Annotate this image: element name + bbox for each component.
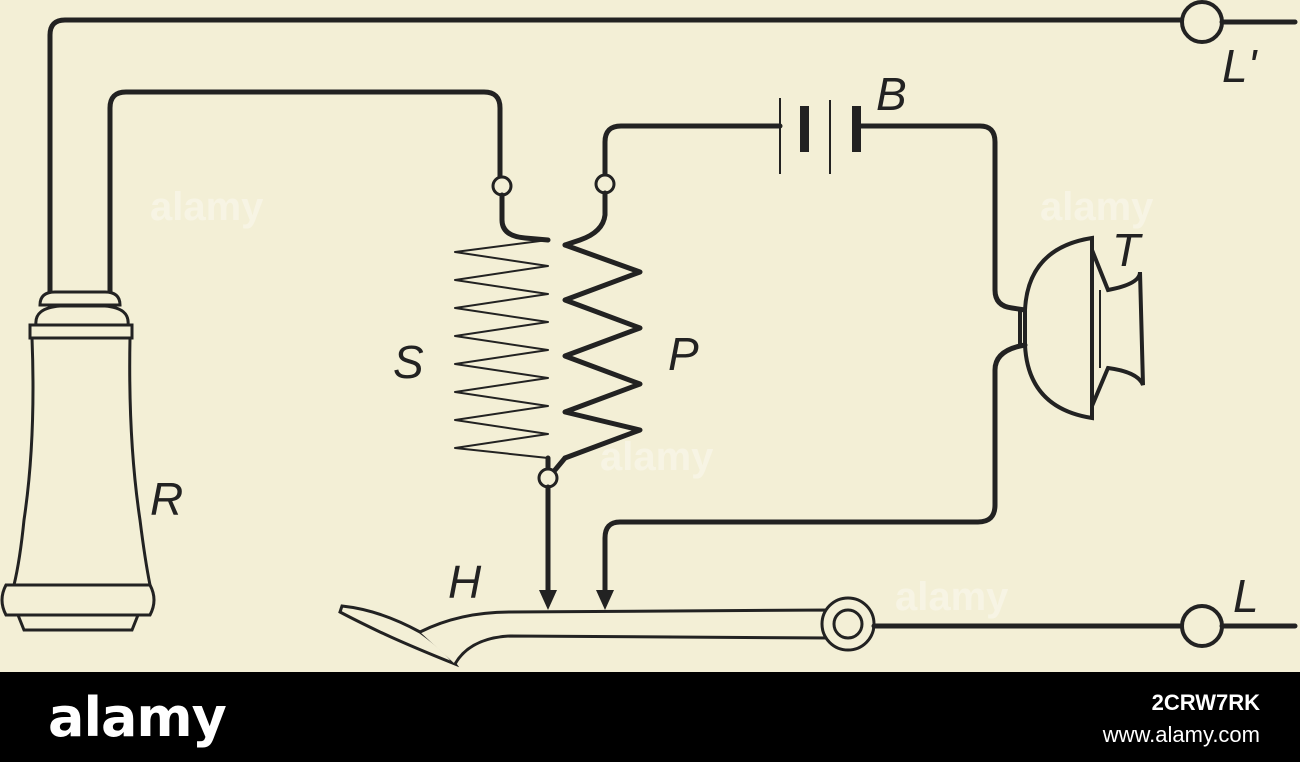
circuit-diagram: alamy alamy alamy alamy alamy	[0, 0, 1300, 672]
circuit-svg: alamy alamy alamy alamy alamy	[0, 0, 1298, 668]
label-t: T	[1112, 224, 1143, 276]
label-l: L	[1233, 570, 1259, 622]
label-r: R	[150, 473, 183, 525]
alamy-logo: alamy	[48, 686, 227, 749]
label-b: B	[876, 68, 907, 120]
arrow-coil-contact	[539, 590, 557, 610]
wire-primary-battery	[602, 123, 778, 179]
primary-terminal-top	[594, 173, 616, 195]
transmitter	[1018, 235, 1145, 421]
battery	[772, 98, 861, 174]
label-l-prime: L'	[1222, 40, 1259, 92]
coil-junction-terminal	[537, 467, 559, 489]
wire-secondary-top	[499, 192, 551, 243]
footer-bar: alamy 2CRW7RK www.alamy.com	[0, 672, 1300, 762]
wire-line-lprime	[47, 17, 1183, 308]
watermark: alamy	[895, 575, 1009, 619]
label-p: P	[668, 328, 699, 380]
image-id: 2CRW7RK	[1151, 690, 1260, 715]
wire-battery-transmitter	[858, 123, 1028, 313]
label-h: H	[448, 556, 482, 608]
secondary-coil	[454, 239, 549, 459]
watermark: alamy	[150, 185, 264, 229]
arrow-transmitter-contact	[596, 590, 614, 610]
primary-coil	[562, 242, 643, 461]
watermark: alamy	[600, 435, 714, 479]
site-url: www.alamy.com	[1102, 722, 1260, 747]
watermark: alamy	[1040, 185, 1154, 229]
secondary-terminal-top	[491, 175, 513, 197]
terminal-l	[1180, 604, 1224, 648]
wire-receiver-secondary	[107, 89, 503, 308]
receiver	[0, 290, 156, 632]
wire-primary-top	[562, 190, 608, 248]
terminal-lprime	[1180, 0, 1224, 44]
label-s: S	[393, 336, 424, 388]
switch-hook	[338, 596, 876, 668]
wire-transmitter-hook	[602, 342, 1028, 598]
